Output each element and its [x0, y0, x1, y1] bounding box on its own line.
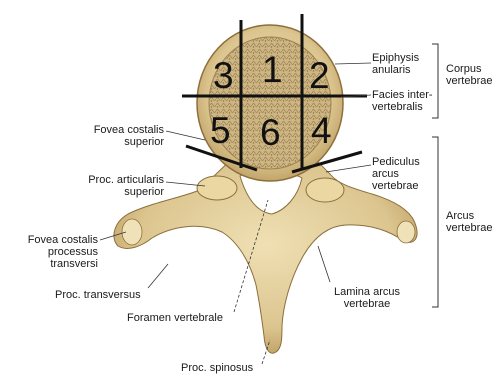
region-number-5: 5 — [210, 112, 231, 149]
label-arcus-vertebrae: Arcus vertebrae — [446, 210, 492, 234]
label-facies-intervertebralis: Facies inter- vertebralis — [372, 89, 433, 113]
label-line: superior — [60, 136, 164, 148]
label-line: vertebrae — [372, 180, 420, 192]
label-line: Arcus — [446, 210, 492, 222]
label-line: arcus — [372, 168, 420, 180]
transverse-facet-right — [397, 221, 415, 243]
label-pediculus: Pediculus arcus vertebrae — [372, 156, 420, 192]
label-corpus-vertebrae: Corpus vertebrae — [446, 63, 492, 87]
label-line: Facies inter- — [372, 89, 433, 101]
region-number-3: 3 — [213, 57, 234, 94]
label-fovea-costalis-superior: Fovea costalis superior — [60, 124, 164, 148]
label-proc-transversus: Proc. transversus — [55, 289, 141, 301]
region-number-1: 1 — [262, 51, 283, 88]
label-lamina-arcus: Lamina arcus vertebrae — [322, 286, 412, 310]
label-line: Corpus — [446, 63, 492, 75]
region-number-6: 6 — [260, 114, 281, 151]
label-proc-articularis-superior: Proc. articularis superior — [60, 174, 164, 198]
label-line: transversi — [8, 258, 98, 270]
label-foramen-vertebrale: Foramen vertebrale — [127, 312, 223, 324]
label-line: superior — [60, 186, 164, 198]
region-number-2: 2 — [309, 57, 330, 94]
articular-facet-right — [306, 178, 344, 202]
label-proc-spinosus: Proc. spinosus — [181, 362, 253, 374]
label-line: vertebrae — [322, 298, 412, 310]
label-fovea-costalis-processus-transversi: Fovea costalis processus transversi — [8, 234, 98, 270]
label-line: anularis — [372, 64, 419, 76]
corpus-bracket — [432, 44, 438, 118]
label-line: vertebrae — [446, 75, 492, 87]
label-line: vertebralis — [372, 101, 433, 113]
label-line: Fovea costalis — [8, 234, 98, 246]
articular-facet-left — [197, 176, 237, 200]
label-line: Proc. articularis — [60, 174, 164, 186]
label-line: vertebrae — [446, 222, 492, 234]
label-line: Fovea costalis — [60, 124, 164, 136]
label-line: Pediculus — [372, 156, 420, 168]
arcus-bracket — [432, 137, 438, 307]
label-line: processus — [8, 246, 98, 258]
region-number-4: 4 — [311, 112, 332, 149]
label-epiphysis-anularis: Epiphysis anularis — [372, 52, 419, 76]
label-line: Epiphysis — [372, 52, 419, 64]
label-line: Lamina arcus — [322, 286, 412, 298]
